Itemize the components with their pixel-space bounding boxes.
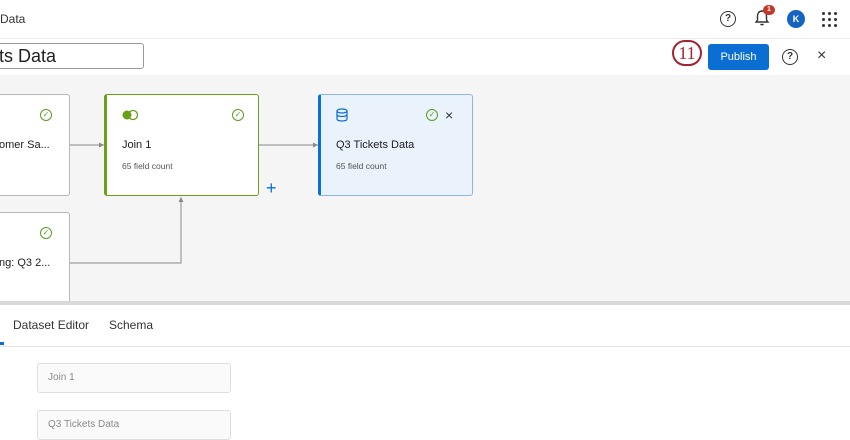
notifications-button[interactable]: 1	[754, 5, 775, 27]
field-count: 65 field count	[122, 161, 173, 171]
add-node-button[interactable]: +	[266, 178, 277, 198]
avatar: K	[787, 10, 805, 28]
check-icon: ✓	[40, 109, 52, 121]
check-icon: ✓	[232, 109, 244, 121]
node-title: ng: Q3 2...	[0, 257, 51, 269]
join-node[interactable]: ✓ Join 1 65 field count	[104, 94, 259, 196]
active-tab-indicator	[0, 342, 4, 345]
help-icon[interactable]: ?	[782, 49, 798, 65]
editor-field[interactable]: Q3 Tickets Data	[37, 410, 231, 440]
apps-grid-icon[interactable]	[822, 12, 837, 27]
source-node[interactable]: ✓ ng: Q3 2...	[0, 212, 70, 303]
check-icon: ✓	[426, 109, 438, 121]
tab-dataset-editor[interactable]: Dataset Editor	[13, 318, 90, 332]
field-count: 65 field count	[336, 161, 387, 171]
close-icon[interactable]: ×	[817, 47, 827, 64]
user-avatar[interactable]: K	[787, 10, 805, 28]
top-bar: Data ? 1 K	[0, 0, 850, 39]
check-icon: ✓	[40, 227, 52, 239]
output-node[interactable]: ✓ × Q3 Tickets Data 65 field count	[318, 94, 473, 196]
connector-lines	[69, 142, 318, 264]
node-title: Q3 Tickets Data	[336, 139, 415, 151]
editor-field[interactable]: Join 1	[37, 363, 231, 393]
database-icon	[336, 108, 348, 122]
panel-resize-divider[interactable]	[0, 301, 850, 305]
workflow-canvas[interactable]: ✓ omer Sa... ✓ Join 1 65 field count + ✓…	[0, 75, 850, 303]
help-icon[interactable]: ?	[720, 11, 736, 27]
node-title: omer Sa...	[0, 139, 50, 151]
breadcrumb[interactable]: Data	[0, 12, 26, 26]
step-number-badge: 11	[672, 40, 702, 66]
node-title: Join 1	[122, 139, 152, 151]
publish-button[interactable]: Publish	[708, 44, 769, 70]
source-node[interactable]: ✓ omer Sa...	[0, 94, 70, 196]
dataset-name-input[interactable]: ts Data	[0, 43, 144, 69]
editor-tabs: Dataset Editor Schema	[0, 305, 850, 347]
remove-node-icon[interactable]: ×	[445, 107, 454, 123]
tab-schema[interactable]: Schema	[109, 318, 154, 332]
notification-count-badge: 1	[763, 5, 775, 15]
join-icon	[122, 109, 138, 121]
